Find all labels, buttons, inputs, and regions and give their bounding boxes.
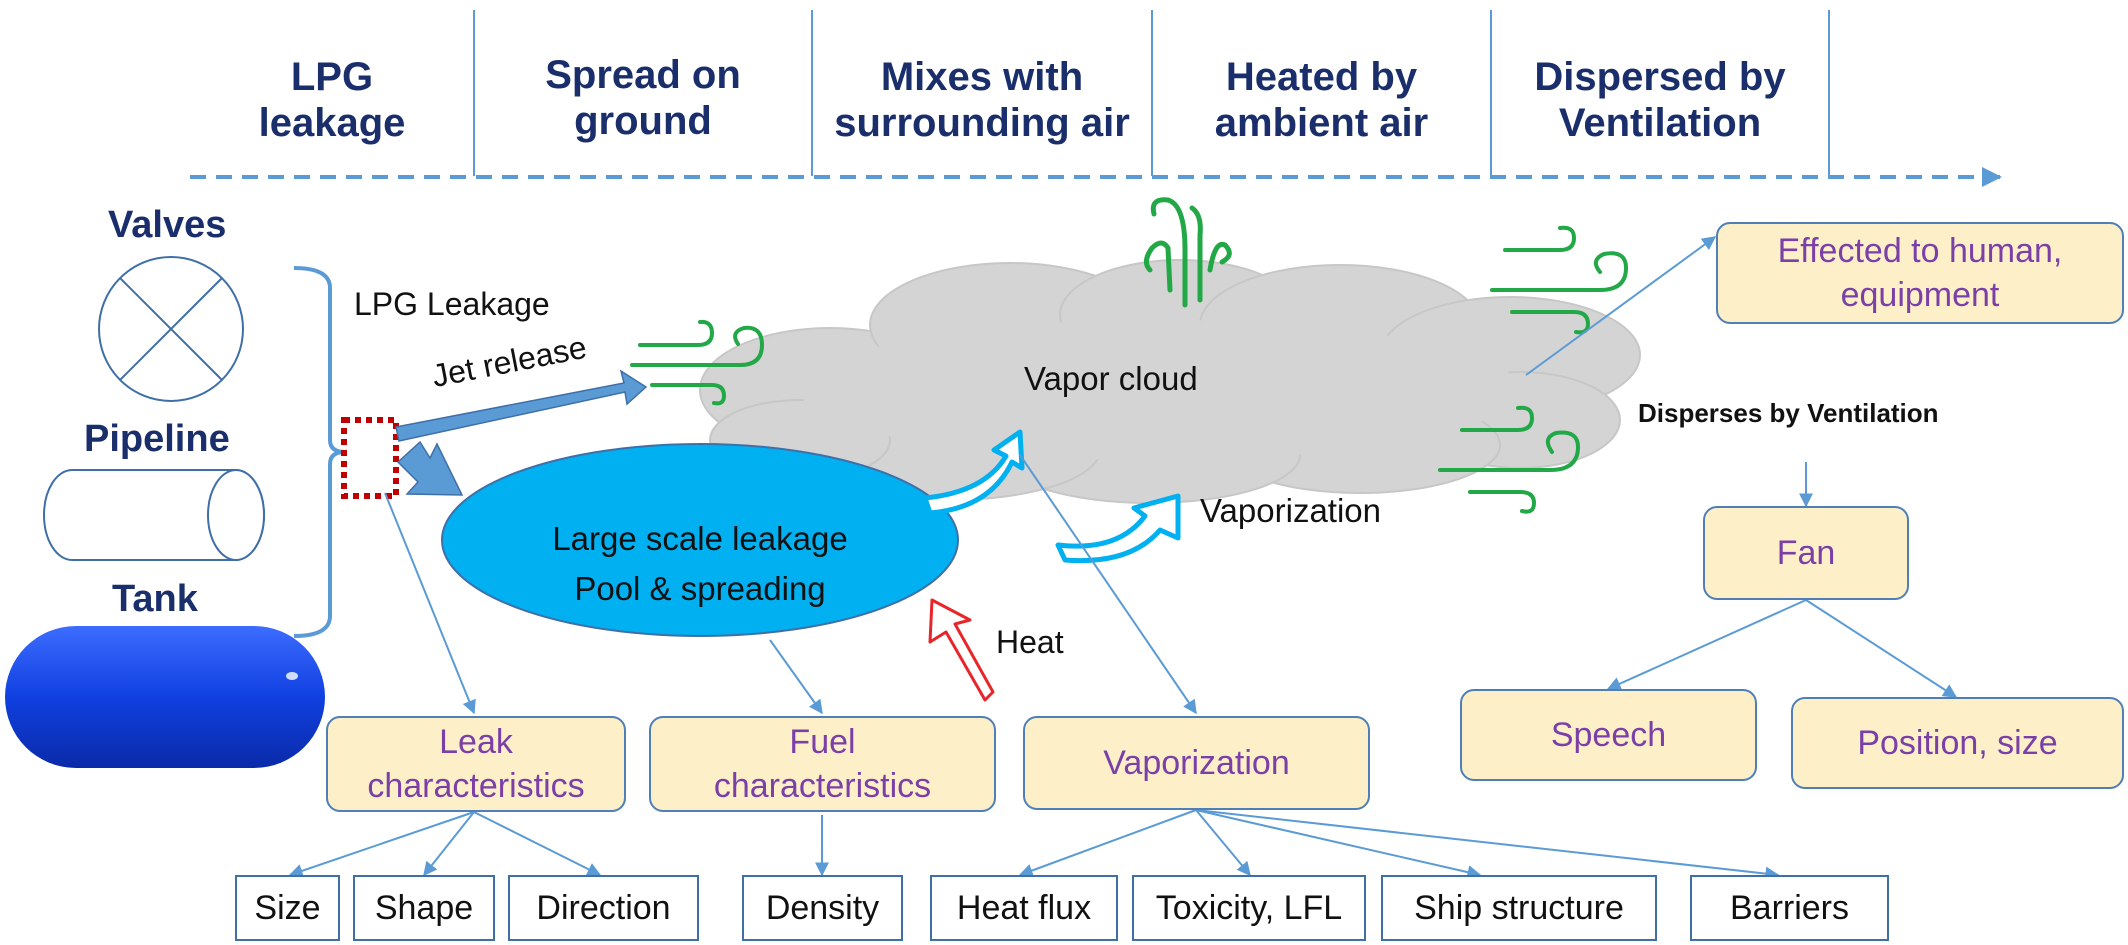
- toxicity-lfl-box: Toxicity, LFL: [1132, 875, 1366, 941]
- lpg-leakage-label: LPG Leakage: [354, 286, 550, 322]
- pipeline-icon: [43, 469, 265, 561]
- heat-label: Heat: [996, 624, 1064, 660]
- direction-box: Direction: [508, 875, 699, 941]
- barriers-box: Barriers: [1690, 875, 1889, 941]
- vaporization-arrow-1: [922, 429, 1025, 516]
- shape-box: Shape: [353, 875, 495, 941]
- source-brace: [293, 266, 346, 638]
- phase-dispersed-by-ventilation: Dispersed by Ventilation: [1534, 55, 1786, 145]
- vaporization-arrow-2: [1055, 493, 1181, 564]
- size-box: Size: [235, 875, 340, 941]
- wind-icon: [1438, 405, 1581, 514]
- wind-icon: [630, 319, 765, 406]
- heat-flux-box: Heat flux: [930, 875, 1118, 941]
- timeline-separators: [473, 10, 1830, 176]
- leak-characteristics-box: Leak characteristics: [326, 716, 626, 812]
- wind-icon: [1144, 197, 1232, 308]
- pipeline-label: Pipeline: [84, 418, 230, 460]
- ship-structure-box: Ship structure: [1381, 875, 1657, 941]
- position-size-box: Position, size: [1791, 697, 2124, 789]
- vaporization-box: Vaporization: [1023, 716, 1370, 810]
- fuel-characteristics-box: Fuel characteristics: [649, 716, 996, 812]
- vapor-cloud-shape: [699, 259, 1641, 504]
- speech-box: Speech: [1460, 689, 1757, 781]
- connector-lines: [288, 236, 1958, 881]
- pool-label: Large scale leakage Pool & spreading: [552, 520, 848, 607]
- tank-label: Tank: [112, 578, 198, 620]
- pool-shape: [441, 443, 959, 637]
- leak-point-marker: [341, 417, 399, 499]
- vapor-cloud-label: Vapor cloud: [1024, 360, 1198, 397]
- tank-icon: [5, 626, 325, 768]
- heat-arrow: [928, 598, 995, 702]
- density-box: Density: [742, 875, 903, 941]
- effected-to-human-box: Effected to human, equipment: [1716, 222, 2124, 324]
- valve-icon: [98, 256, 244, 402]
- fan-box: Fan: [1703, 506, 1909, 600]
- disperses-by-ventilation-label: Disperses by Ventilation: [1638, 398, 1939, 428]
- phase-heated-by-ambient-air: Heated by ambient air: [1214, 55, 1429, 145]
- vaporization-label: Vaporization: [1200, 492, 1382, 529]
- wind-icon: [1490, 225, 1629, 335]
- phase-mixes-with-air: Mixes with surrounding air: [834, 55, 1130, 145]
- jet-release-arrow: [395, 369, 648, 442]
- pool-flow-arrow: [396, 440, 464, 496]
- phase-lpg-leakage: LPG leakage: [258, 55, 406, 145]
- phase-spread-on-ground: Spread on ground: [545, 53, 741, 143]
- valves-label: Valves: [108, 204, 227, 246]
